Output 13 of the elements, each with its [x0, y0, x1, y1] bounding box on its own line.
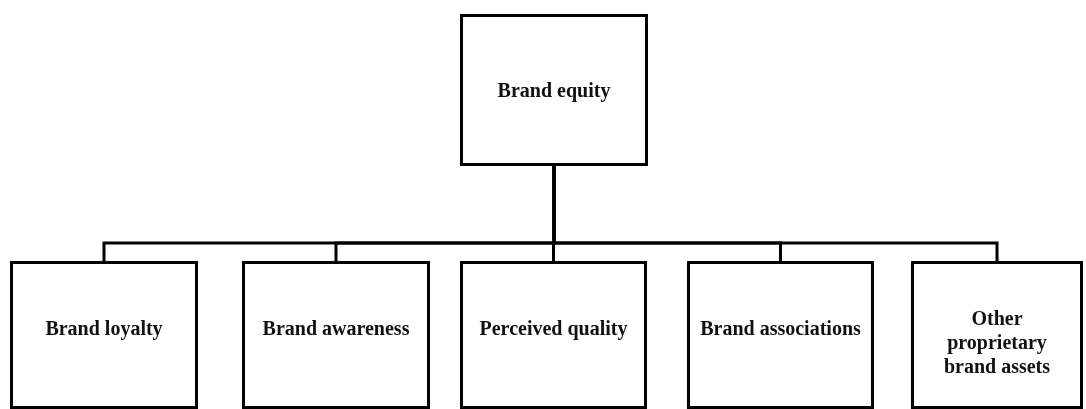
connector-line [552, 166, 999, 261]
box-label: Brand associations [699, 316, 862, 340]
concept-box [10, 261, 198, 409]
box-label: Brand equity [496, 78, 612, 102]
box-label: Brand loyalty [44, 316, 164, 340]
box-label: Perceived quality [478, 316, 629, 340]
concept-box [460, 14, 648, 166]
concept-box [242, 261, 430, 409]
box-label: Brand awareness [261, 316, 411, 340]
concept-box [687, 261, 874, 409]
concept-box [460, 261, 647, 409]
box-label: Other proprietary brand assets [942, 306, 1052, 378]
concept-box [911, 261, 1083, 409]
